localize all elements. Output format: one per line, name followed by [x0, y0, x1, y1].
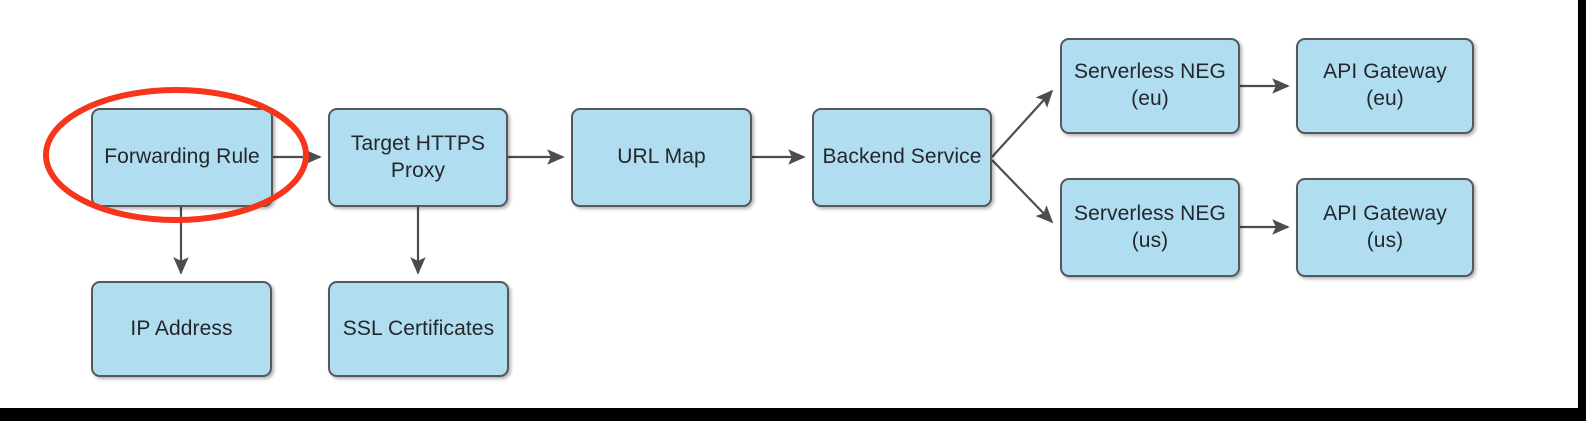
- node-label-serverless-neg-us: Serverless NEG (us): [1074, 201, 1226, 252]
- node-api-gateway-eu[interactable]: API Gateway (eu): [1296, 38, 1474, 134]
- node-label-api-gateway-us: API Gateway (us): [1323, 201, 1447, 252]
- node-url-map[interactable]: URL Map: [571, 108, 752, 207]
- edge-backend-service-to-serverless-neg-eu: [991, 89, 1054, 158]
- node-label-forwarding-rule: Forwarding Rule: [104, 145, 260, 169]
- node-target-https-proxy[interactable]: Target HTTPS Proxy: [328, 108, 508, 207]
- node-label-api-gateway-eu: API Gateway (eu): [1323, 60, 1447, 110]
- node-serverless-neg-us[interactable]: Serverless NEG (us): [1060, 178, 1240, 277]
- node-label-target-https-proxy: Target HTTPS Proxy: [350, 131, 486, 182]
- node-label-ip-address: IP Address: [130, 316, 233, 340]
- node-label-backend-service: Backend Service: [822, 145, 982, 169]
- node-label-serverless-neg-eu: Serverless NEG (eu): [1074, 60, 1226, 110]
- window-frame-right-edge: [1578, 0, 1586, 421]
- node-ip-address[interactable]: IP Address: [91, 281, 272, 377]
- edge-backend-service-to-serverless-neg-us: [991, 159, 1054, 224]
- node-serverless-neg-eu[interactable]: Serverless NEG (eu): [1060, 38, 1240, 134]
- node-backend-service[interactable]: Backend Service: [812, 108, 992, 207]
- node-forwarding-rule[interactable]: Forwarding Rule: [91, 108, 273, 207]
- window-frame-bottom-edge: [0, 408, 1586, 421]
- node-api-gateway-us[interactable]: API Gateway (us): [1296, 178, 1474, 277]
- node-label-ssl-certificates: SSL Certificates: [342, 316, 495, 340]
- node-label-url-map: URL Map: [617, 145, 706, 169]
- node-ssl-certificates[interactable]: SSL Certificates: [328, 281, 509, 377]
